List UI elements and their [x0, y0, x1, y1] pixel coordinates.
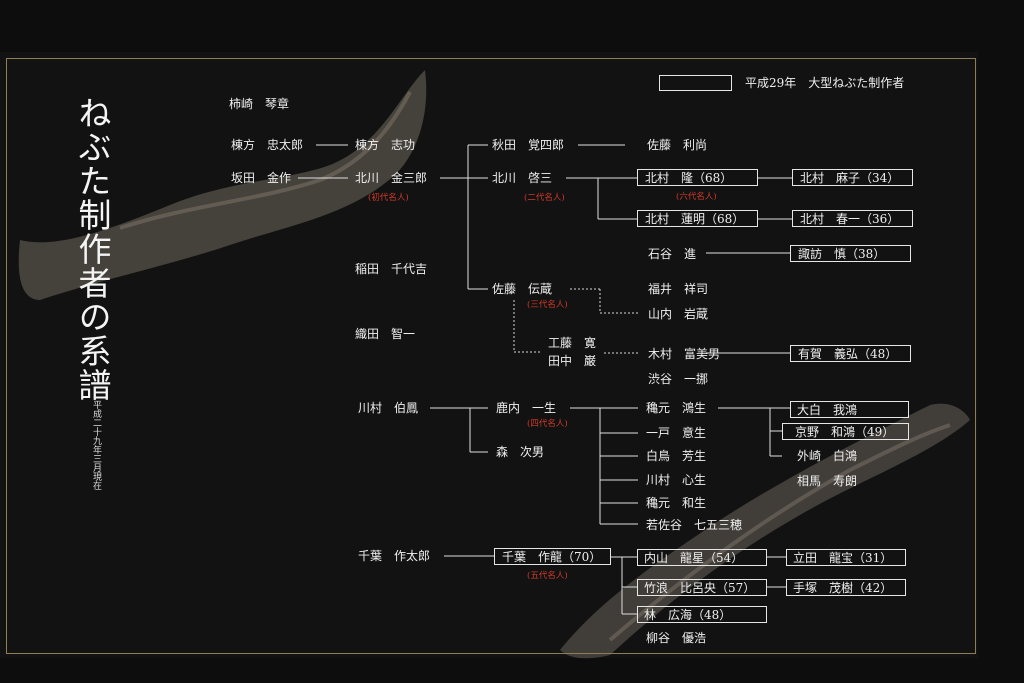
node-kitamura-takashi: 北村 隆（68） [645, 171, 733, 185]
node-mori-tsuguo: 森 次男 [496, 445, 545, 459]
node-kawamura-shinsei: 川村 心生 [646, 473, 707, 487]
node-tanaka-iwao: 田中 巌 [548, 354, 597, 368]
legend-swatch [659, 75, 732, 91]
node-kakizaki: 柿崎 琴章 [229, 97, 290, 111]
tag-sakuryu: (五代名人) [527, 571, 568, 581]
node-inada-chiyokichi: 稲田 千代吉 [355, 262, 428, 276]
box-tachita-ryuho [786, 549, 906, 566]
box-ariga-yoshihiro [790, 345, 911, 362]
node-kitamura-asako: 北村 麻子（34） [800, 171, 900, 185]
brush-stroke-lower [560, 403, 970, 659]
node-wakasaya-shichigosan: 若佐谷 七五三穂 [646, 518, 743, 532]
node-kawamura-hakuho: 川村 伯鳳 [358, 401, 419, 415]
node-yamauchi-iwazo: 山内 岩蔵 [648, 307, 709, 321]
node-kitagawa-keizo: 北川 啓三 [492, 171, 553, 185]
node-ishiya-susumu: 石谷 進 [648, 247, 697, 261]
node-soma-toshiro: 相馬 寿朗 [797, 474, 858, 488]
node-hiemoto-wasei: 穐元 和生 [646, 496, 707, 510]
legend-label: 平成29年 大型ねぶた制作者 [745, 76, 905, 90]
node-chiba-sakutaro: 千葉 作太郎 [358, 549, 431, 563]
node-tachita-ryuho: 立田 龍宝（31） [793, 551, 893, 565]
box-kitamura-takashi [637, 169, 758, 186]
node-akita-kakushiro: 秋田 覚四郎 [492, 138, 565, 152]
box-hayashi-hiromi [637, 606, 767, 623]
node-ohaku-gako: 大白 我鴻 [797, 403, 858, 417]
tag-takashi: (六代名人) [676, 192, 717, 202]
box-kitamura-renmei [637, 210, 758, 227]
node-tezuka-shigeki: 手塚 茂樹（42） [793, 581, 893, 595]
box-kitamura-asako [792, 169, 913, 186]
node-kyono-wako: 京野 和鴻（49） [795, 425, 895, 439]
node-shiratori-yoshio: 白鳥 芳生 [646, 449, 707, 463]
brush-stroke-upper [18, 70, 427, 300]
node-yanagiya-yuko: 柳谷 優浩 [646, 631, 707, 645]
box-uchiyama-ryusei [637, 549, 767, 566]
node-sato-denzo: 佐藤 伝蔵 [492, 282, 553, 296]
node-sato-toshinao: 佐藤 利尚 [647, 138, 708, 152]
box-kyono-wako [782, 423, 909, 440]
node-hayashi-hiromi: 林 広海（48） [644, 608, 732, 622]
node-kitamura-shunichi: 北村 春一（36） [800, 212, 900, 226]
node-hiemoto-kosei: 穐元 鴻生 [646, 401, 707, 415]
tag-denzo: (三代名人) [527, 300, 568, 310]
node-ariga-yoshihiro: 有賀 義弘（48） [798, 347, 898, 361]
tag-issei: (四代名人) [527, 419, 568, 429]
node-fukui-shoji: 福井 祥司 [648, 282, 709, 296]
node-shibuya-ichiro: 渋谷 一挪 [648, 372, 709, 386]
box-suwa-makoto [790, 245, 911, 262]
node-kimura-fumio: 木村 富美男 [648, 347, 721, 361]
box-tezuka-shigeki [786, 579, 906, 596]
node-munakata-shiko: 棟方 志功 [355, 138, 416, 152]
node-sakata-kinsaku: 坂田 金作 [231, 171, 292, 185]
date-note: 平成二十九年三月現在 [91, 400, 101, 490]
node-uchiyama-ryusei: 内山 龍星（54） [644, 551, 744, 565]
box-takenami-hiroo [637, 579, 767, 596]
node-shikauchi-issei: 鹿内 一生 [496, 401, 557, 415]
node-tozaki-hakuko: 外崎 白鴻 [797, 449, 858, 463]
panel-title: ねぶた制作者の系譜 [73, 96, 112, 402]
box-ohaku-gako [790, 401, 909, 418]
node-munakata-chutaro: 棟方 忠太郎 [231, 138, 304, 152]
tag-kinzaburo: (初代名人) [368, 193, 409, 203]
node-kitagawa-kinzaburo: 北川 金三郎 [355, 171, 428, 185]
gold-frame [6, 58, 976, 654]
tag-keizo: (二代名人) [524, 193, 565, 203]
box-kitamura-shunichi [792, 210, 913, 227]
panel-background [0, 52, 978, 658]
node-suwa-makoto: 諏訪 慎（38） [798, 247, 886, 261]
node-ichinohe-isei: 一戸 意生 [646, 426, 707, 440]
node-takenami-hiroo: 竹浪 比呂央（57） [644, 581, 756, 595]
node-kudo-hiroshi: 工藤 寛 [548, 336, 597, 350]
node-chiba-sakuryu: 千葉 作龍（70） [502, 550, 602, 564]
node-oda-tomoichi: 織田 智一 [355, 327, 416, 341]
brush-stroke-upper-streak [119, 91, 412, 230]
box-chiba-sakuryu [494, 548, 611, 565]
node-kitamura-renmei: 北村 蓮明（68） [645, 212, 745, 226]
